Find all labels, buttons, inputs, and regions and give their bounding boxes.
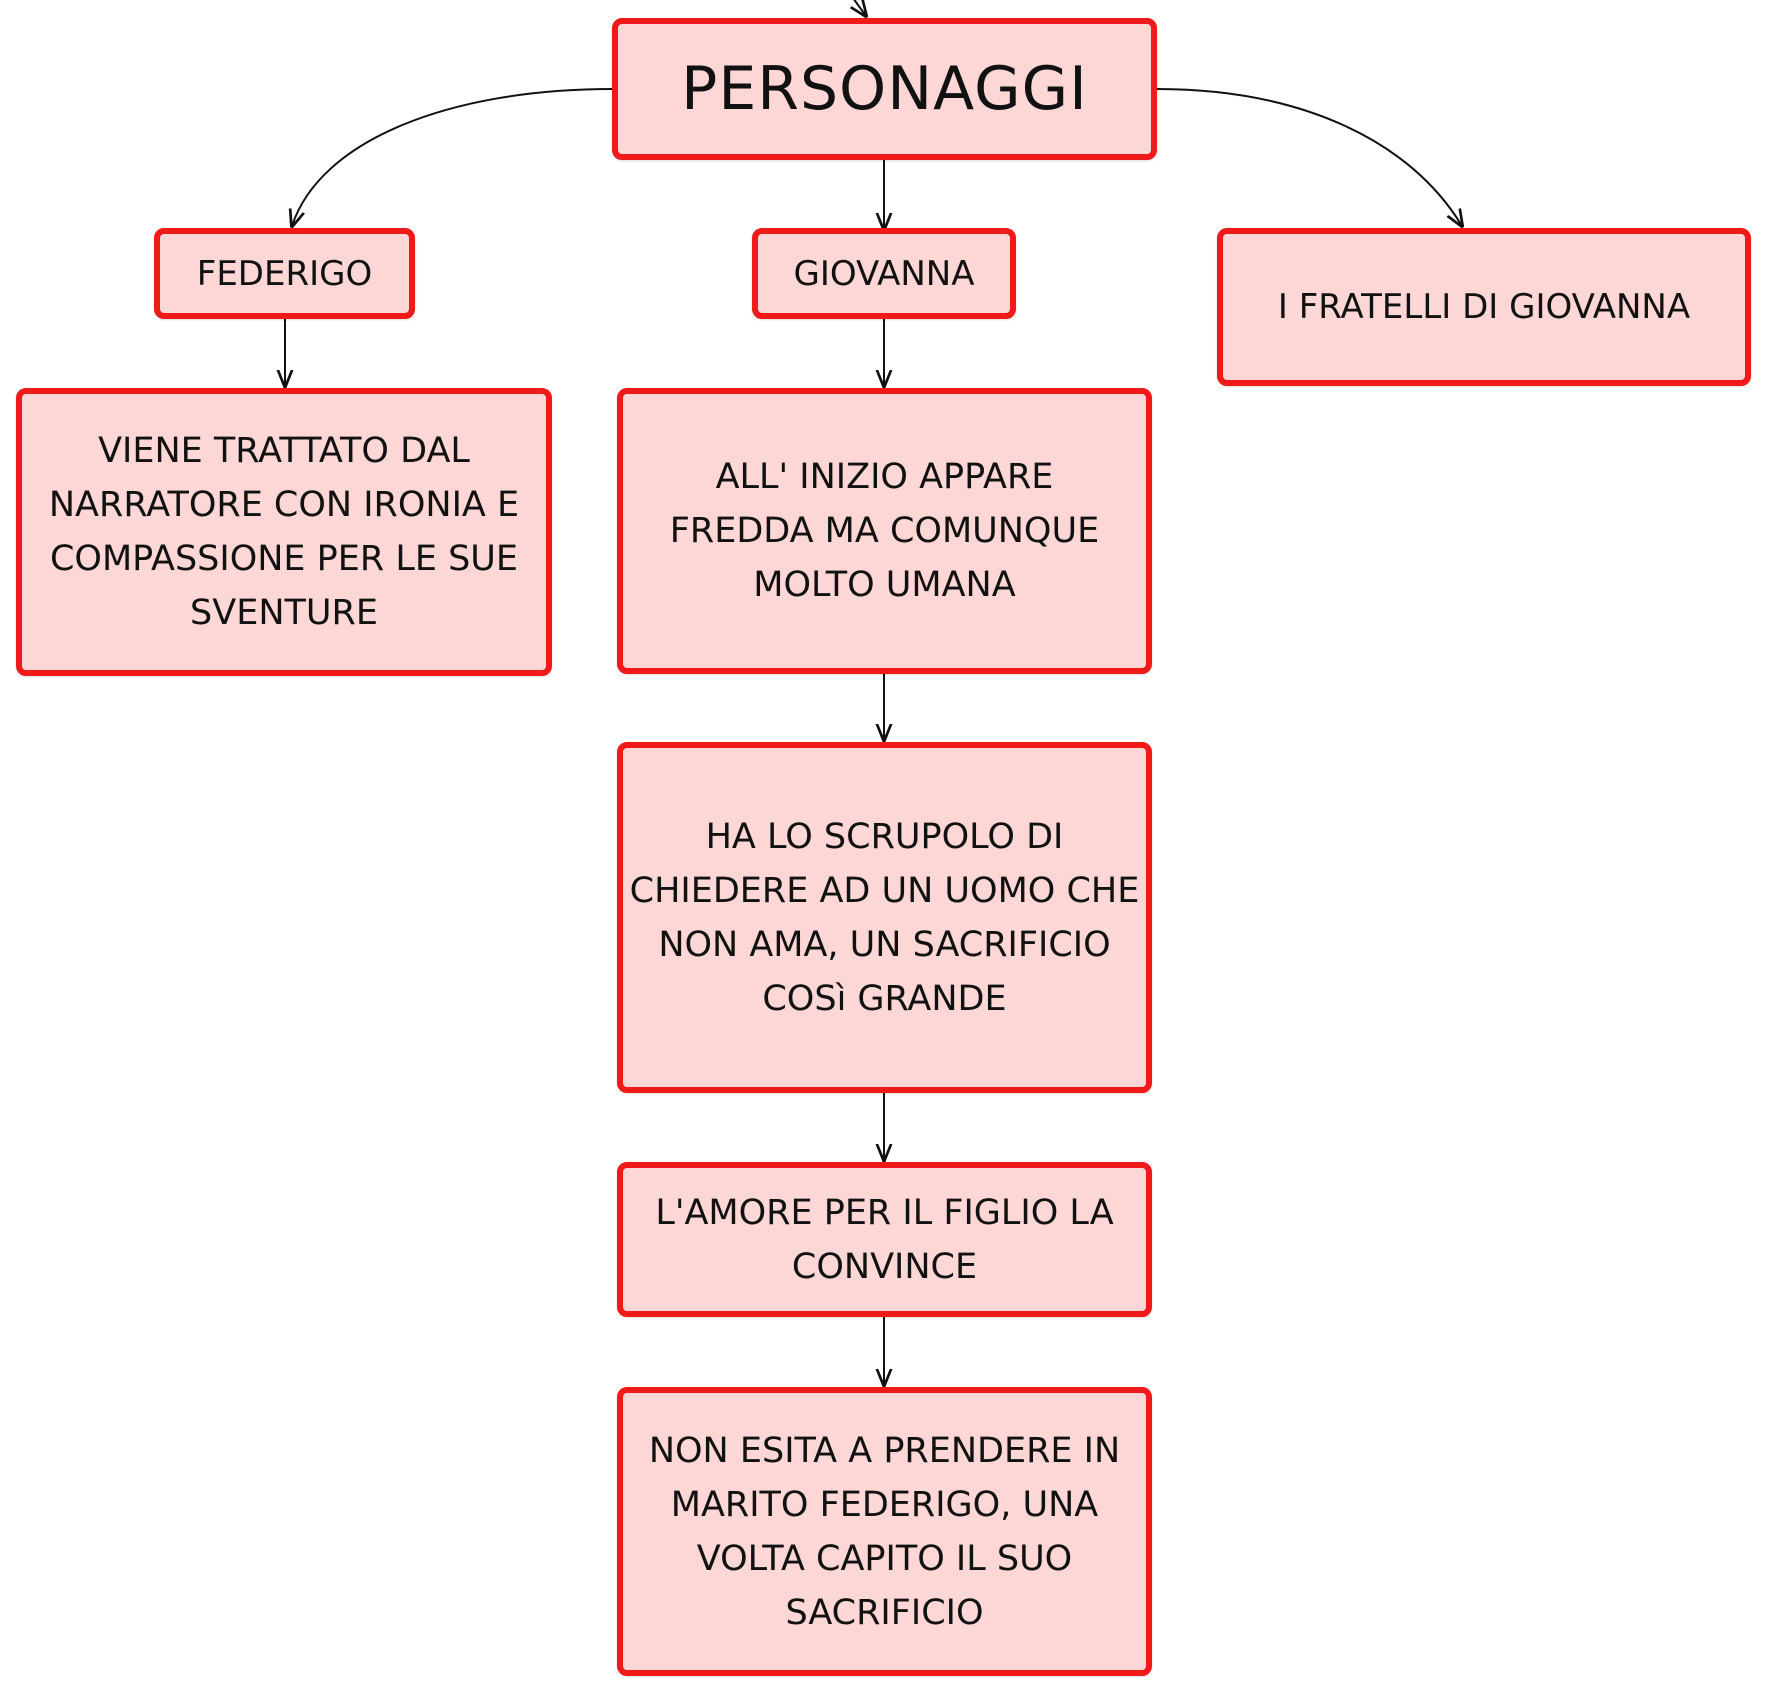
edge-personaggi-federigo	[292, 88, 613, 226]
node-federigo-description[interactable]: VIENE TRATTATO DAL NARRATORE CON IRONIA …	[16, 388, 552, 676]
node-giovanna-step-1[interactable]: ALL' INIZIO APPARE FREDDA MA COMUNQUE MO…	[617, 388, 1152, 674]
node-giovanna-step-4[interactable]: NON ESITA A PRENDERE IN MARITO FEDERIGO,…	[617, 1387, 1152, 1676]
node-personaggi[interactable]: PERSONAGGI	[612, 18, 1157, 160]
node-giovanna-step-3[interactable]: L'AMORE PER IL FIGLIO LA CONVINCE	[617, 1162, 1152, 1317]
node-fratelli-di-giovanna[interactable]: I FRATELLI DI GIOVANNA	[1217, 228, 1751, 386]
node-federigo[interactable]: FEDERIGO	[154, 228, 415, 319]
edge-incoming-personaggi	[853, 0, 866, 16]
edge-personaggi-fratelli	[1156, 88, 1462, 226]
node-giovanna[interactable]: GIOVANNA	[752, 228, 1016, 319]
node-giovanna-step-2[interactable]: HA LO SCRUPOLO DI CHIEDERE AD UN UOMO CH…	[617, 742, 1152, 1093]
